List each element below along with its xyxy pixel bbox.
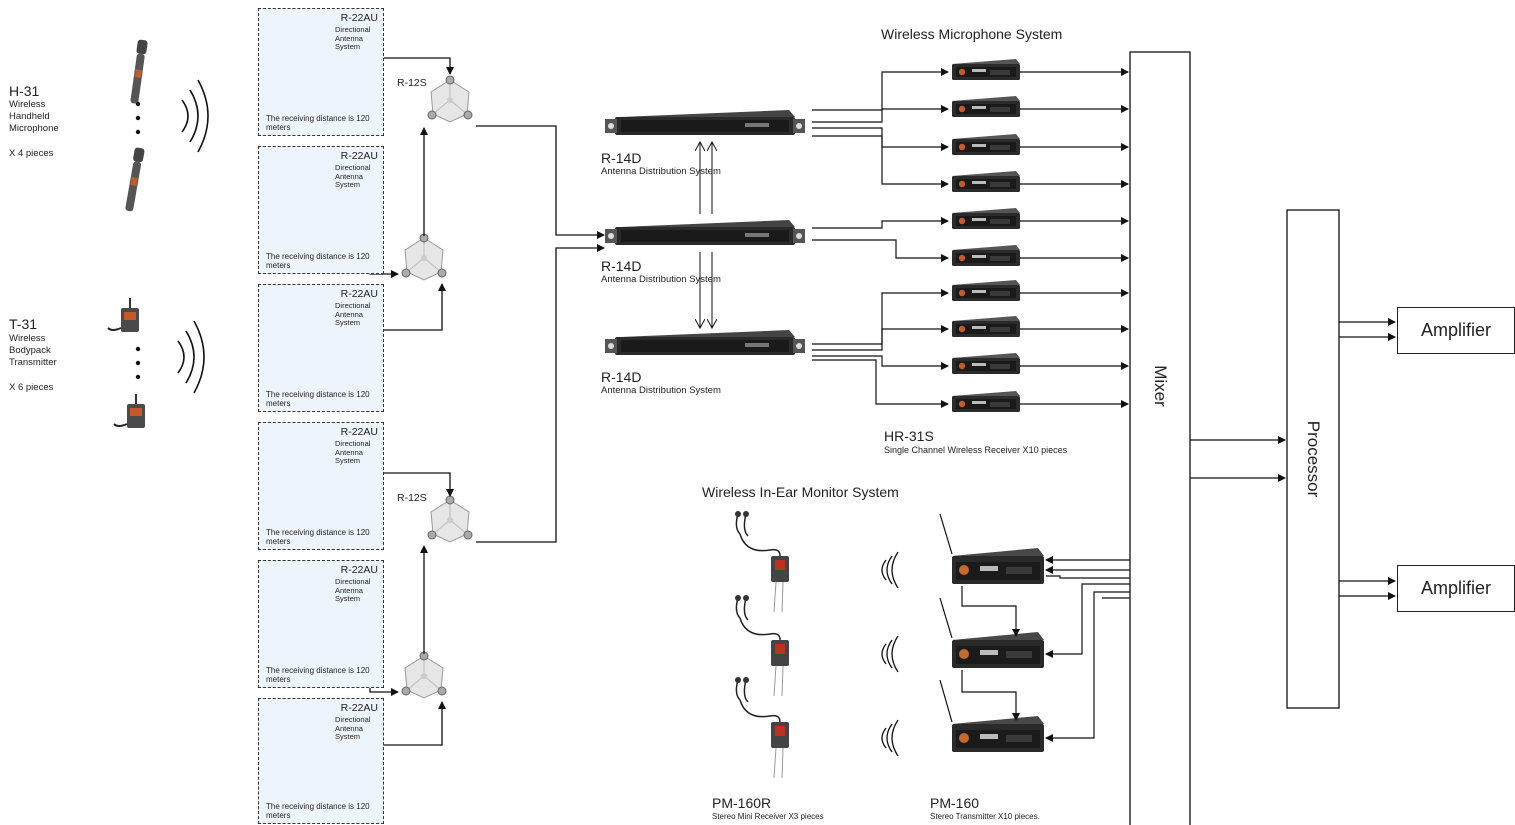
receiver-icon [952, 316, 1020, 337]
wireless-signal-icon [881, 719, 899, 757]
h31-desc-1: Wireless [9, 99, 46, 110]
h31-qty: X 4 pieces [9, 148, 54, 159]
amplifier-box: Amplifier [1397, 565, 1515, 612]
antenna-model: R-22AU [340, 288, 378, 300]
receiver-icon [952, 171, 1020, 192]
iem-transmitter-icon [952, 632, 1044, 668]
bodypack-icon [107, 297, 140, 333]
ellipsis-dot [135, 115, 141, 121]
splitter-icon [427, 495, 473, 543]
t31-qty: X 6 pieces [9, 382, 54, 393]
receiver-icon [952, 134, 1020, 155]
splitter-icon [401, 651, 447, 699]
in-ear-receiver-icon [734, 510, 790, 613]
amplifier-box: Amplifier [1397, 307, 1515, 354]
wireless-signal-icon [177, 320, 205, 394]
processor-label: Processor [1304, 420, 1323, 498]
ellipsis-dot [135, 101, 141, 107]
distribution-model: R-14D [601, 150, 642, 166]
iem-system-title: Wireless In-Ear Monitor System [702, 484, 899, 500]
antenna-model: R-22AU [340, 12, 378, 24]
ellipsis-dot [135, 346, 141, 352]
processor-box [1286, 209, 1340, 709]
t31-model: T-31 [9, 316, 38, 332]
wireless-signal-icon [181, 79, 209, 153]
antenna-distance: The receiving distance is 120 meters [266, 252, 370, 271]
t31-desc-1: Wireless [9, 333, 46, 344]
iem-transmitter-icon [952, 716, 1044, 752]
distribution-model: R-14D [601, 258, 642, 274]
receiver-icon [952, 280, 1020, 301]
wireless-signal-icon [881, 635, 899, 673]
ellipsis-dot [135, 360, 141, 366]
iem-transmitter-model: PM-160 [930, 795, 980, 811]
splitter-icon [427, 75, 473, 123]
receiver-model: HR-31S [884, 428, 934, 444]
in-ear-receiver-icon [734, 594, 790, 697]
distribution-desc: Antenna Distribution System [601, 166, 721, 177]
splitter-icon [401, 233, 447, 281]
distribution-desc: Antenna Distribution System [601, 385, 721, 396]
receiver-icon [952, 96, 1020, 117]
antenna-distance: The receiving distance is 120 meters [266, 666, 370, 685]
splitter-label: R-12S [397, 77, 427, 89]
handheld-mic-icon [123, 147, 145, 212]
t31-desc-2: Bodypack [9, 345, 51, 356]
distribution-unit-icon [605, 330, 805, 355]
h31-desc-3: Microphone [9, 123, 59, 134]
in-ear-receiver-icon [734, 676, 790, 779]
distribution-model: R-14D [601, 369, 642, 385]
receiver-desc: Single Channel Wireless Receiver X10 pie… [884, 445, 1068, 455]
receiver-icon [952, 391, 1020, 412]
receiver-icon [952, 245, 1020, 266]
antenna-model: R-22AU [340, 564, 378, 576]
receiver-icon [952, 208, 1020, 229]
wireless-signal-icon [881, 551, 899, 589]
distribution-unit-icon [605, 220, 805, 245]
mixer-label: Mixer [1151, 365, 1170, 407]
h31-desc-2: Handheld [9, 111, 50, 122]
mic-system-title: Wireless Microphone System [881, 26, 1063, 42]
antenna-model: R-22AU [340, 702, 378, 714]
antenna-model: R-22AU [340, 150, 378, 162]
h31-model: H-31 [9, 83, 40, 99]
antenna-distance: The receiving distance is 120 meters [266, 802, 370, 821]
iem-receiver-desc: Stereo Mini Receiver X3 pieces [712, 812, 824, 821]
splitter-label: R-12S [397, 492, 427, 504]
antenna-distance: The receiving distance is 120 meters [266, 114, 370, 133]
iem-transmitter-icon [952, 548, 1044, 584]
antenna-distance: The receiving distance is 120 meters [266, 390, 370, 409]
receiver-icon [952, 353, 1020, 374]
mixer-box [1129, 51, 1191, 825]
bodypack-icon [113, 393, 146, 429]
handheld-mic-icon [129, 39, 148, 105]
ellipsis-dot [135, 129, 141, 135]
distribution-unit-icon [605, 110, 805, 135]
distribution-desc: Antenna Distribution System [601, 274, 721, 285]
receiver-icon [952, 59, 1020, 80]
antenna-distance: The receiving distance is 120 meters [266, 528, 370, 547]
t31-desc-3: Transmitter [9, 357, 57, 368]
iem-receiver-model: PM-160R [712, 795, 772, 811]
iem-transmitter-desc: Stereo Transmitter X10 pieces. [930, 812, 1040, 821]
antenna-model: R-22AU [340, 426, 378, 438]
ellipsis-dot [135, 374, 141, 380]
